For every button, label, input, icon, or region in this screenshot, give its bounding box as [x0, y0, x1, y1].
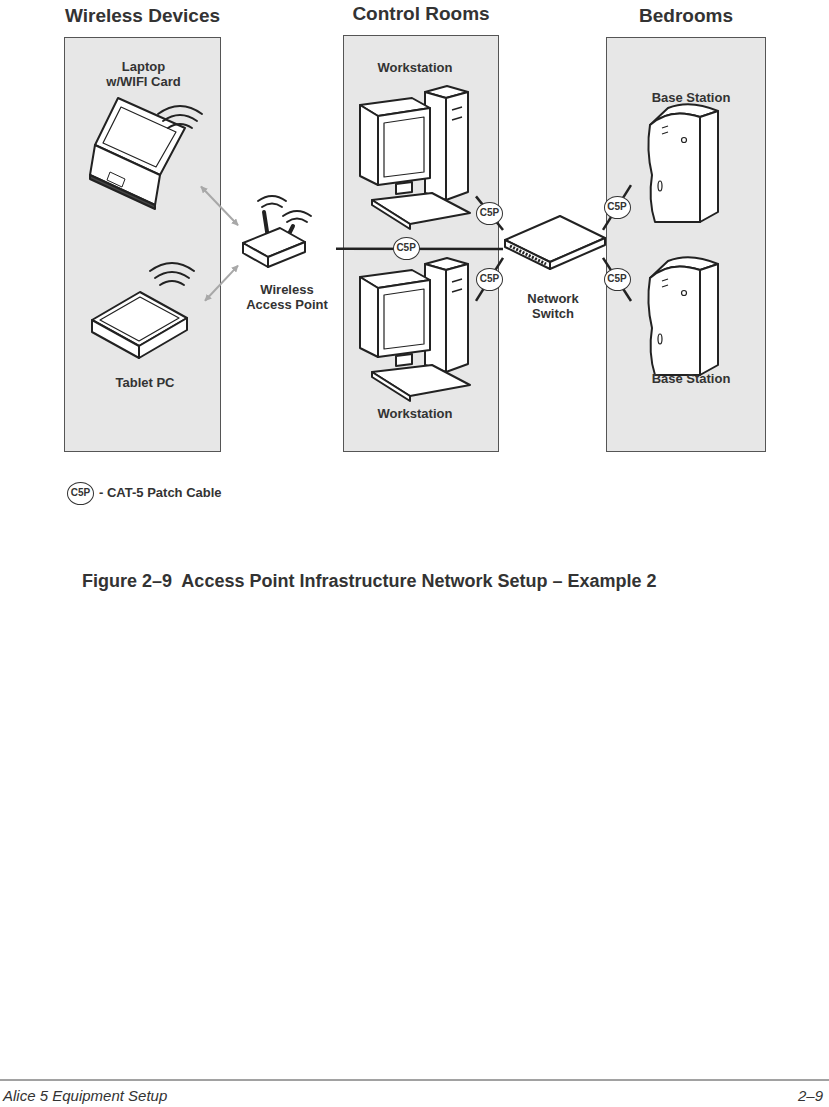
- device-node: Base Station: [631, 253, 751, 408]
- wifi-signal-part: [258, 196, 286, 201]
- room-heading: Wireless Devices: [65, 5, 220, 27]
- device-label: Workstation: [378, 60, 453, 75]
- network-switch-icon-part: [505, 240, 550, 269]
- figure-caption: Figure 2–9 Access Point Infrastructure N…: [82, 571, 657, 592]
- wifi-signal-part: [287, 219, 307, 223]
- room-panel: BedroomsBase StationBase Station: [606, 37, 766, 452]
- access-point-icon-part: [243, 228, 305, 257]
- room-heading: Control Rooms: [352, 3, 489, 25]
- wifi-signal-part: [283, 211, 311, 216]
- cable-tag: C5P: [604, 196, 631, 219]
- device-label: Base Station: [652, 90, 731, 105]
- device-node: Laptop w/WIFI Card: [86, 56, 201, 206]
- device-node: Wireless Access Point: [238, 185, 336, 315]
- cable-tag: C5P: [604, 268, 631, 291]
- legend-text: - CAT-5 Patch Cable: [99, 485, 222, 500]
- legend-sample: C5P: [67, 482, 94, 505]
- access-point-icon-part: [264, 212, 268, 238]
- device-node: Tablet PC: [85, 263, 205, 398]
- network-switch-icon: [505, 216, 605, 269]
- access-point-icon-part: [268, 242, 305, 267]
- network-switch-icon-part: [510, 246, 546, 264]
- room-heading: Bedrooms: [639, 5, 733, 27]
- access-point-icon: [243, 212, 305, 267]
- device-label: Workstation: [378, 406, 453, 421]
- page-number: 2–9: [798, 1087, 823, 1104]
- device-label: Laptop w/WIFI Card: [100, 59, 188, 89]
- access-point-icon-part: [286, 226, 293, 240]
- device-label: Network Switch: [520, 291, 586, 321]
- footer-rule: [0, 1080, 829, 1081]
- access-point-icon-part: [243, 243, 268, 267]
- footer-title: Alice 5 Equipment Setup: [3, 1087, 167, 1104]
- device-node: Workstation: [354, 261, 476, 451]
- cable-tag: C5P: [476, 202, 503, 225]
- device-label: Base Station: [652, 371, 731, 386]
- cable-tag: C5P: [476, 268, 503, 291]
- device-node: Base Station: [631, 88, 751, 268]
- device-node: Workstation: [354, 56, 476, 251]
- wifi-signal-part: [262, 204, 282, 208]
- room-panel: Wireless DevicesLaptop w/WIFI CardTablet…: [64, 37, 221, 452]
- device-node: Network Switch: [503, 212, 603, 324]
- network-switch-icon-part: [550, 238, 605, 269]
- room-panel: Control RoomsWorkstationWorkstation: [343, 35, 499, 452]
- network-switch-icon-part: [505, 216, 605, 262]
- cable-tag: C5P: [393, 237, 420, 260]
- device-label: Wireless Access Point: [241, 282, 333, 312]
- device-label: Tablet PC: [116, 375, 175, 390]
